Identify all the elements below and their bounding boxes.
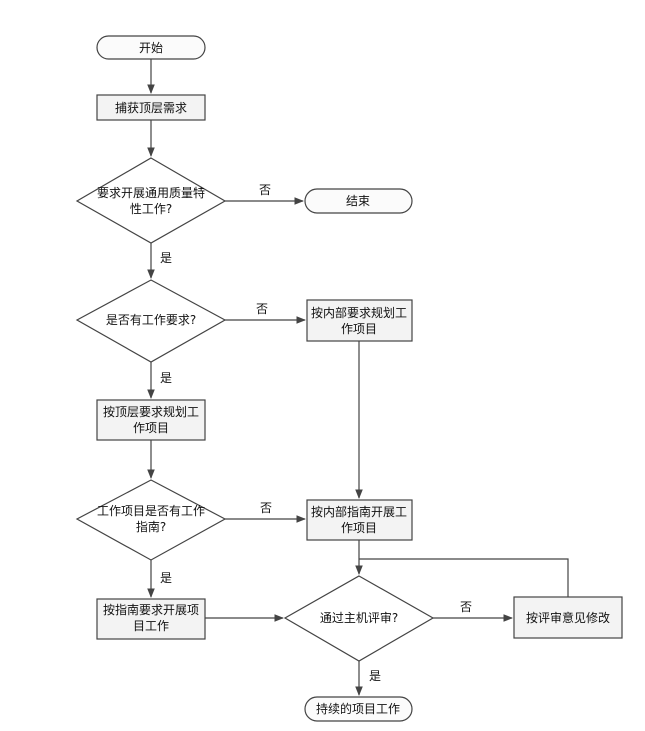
continue-label: 持续的项目工作 <box>316 701 400 716</box>
label-no-2: 否 <box>256 302 268 316</box>
decision-guide-line1: 工作项目是否有工作 <box>97 504 205 518</box>
label-yes-4: 是 <box>369 669 381 683</box>
decision-quality-line2: 性工作? <box>130 202 172 216</box>
label-no-4: 否 <box>460 600 472 614</box>
start-label: 开始 <box>139 41 163 55</box>
decision-quality: 要求开展通用质量特 性工作? <box>75 157 227 244</box>
modify-process: 按评审意见修改 <box>513 596 623 639</box>
capture-process: 捕获顶层需求 <box>96 94 206 121</box>
decision-requirement-label: 是否有工作要求? <box>106 313 196 327</box>
plan-top-line1: 按顶层要求规划工 <box>103 404 199 419</box>
plan-internal-process: 按内部要求规划工 作项目 <box>306 299 413 342</box>
start-terminal: 开始 <box>96 35 206 60</box>
label-yes-3: 是 <box>160 571 172 585</box>
edge-modify-loop <box>359 558 569 597</box>
edge-labels: 否 是 否 是 否 是 否 是 <box>160 183 472 683</box>
exec-guide-line2: 目工作 <box>133 619 169 633</box>
decision-review: 通过主机评审? <box>283 575 435 662</box>
exec-internal-line1: 按内部指南开展工 <box>311 504 407 519</box>
exec-internal-line2: 作项目 <box>341 521 377 535</box>
exec-internal-process: 按内部指南开展工 作项目 <box>306 499 413 541</box>
capture-label: 捕获顶层需求 <box>115 100 187 115</box>
exec-guide-process: 按指南要求开展项 目工作 <box>96 598 206 640</box>
modify-label: 按评审意见修改 <box>526 610 610 625</box>
label-no-3: 否 <box>260 501 272 515</box>
label-no-1: 否 <box>259 183 271 197</box>
plan-top-process: 按顶层要求规划工 作项目 <box>96 399 206 441</box>
end-terminal: 结束 <box>304 188 413 214</box>
continue-terminal: 持续的项目工作 <box>304 696 413 722</box>
label-yes-2: 是 <box>160 371 172 385</box>
decision-guide-line2: 指南? <box>136 519 166 534</box>
plan-internal-line1: 按内部要求规划工 <box>311 305 407 320</box>
decision-requirement: 是否有工作要求? <box>75 279 227 363</box>
decision-guide: 工作项目是否有工作 指南? <box>75 479 227 561</box>
end-label: 结束 <box>346 194 370 208</box>
connectors <box>147 59 569 696</box>
plan-internal-line2: 作项目 <box>341 322 377 336</box>
exec-guide-line1: 按指南要求开展项 <box>103 602 199 617</box>
decision-review-label: 通过主机评审? <box>320 610 398 625</box>
label-yes-1: 是 <box>160 251 172 265</box>
decision-quality-line1: 要求开展通用质量特 <box>97 185 205 200</box>
plan-top-line2: 作项目 <box>133 421 169 435</box>
